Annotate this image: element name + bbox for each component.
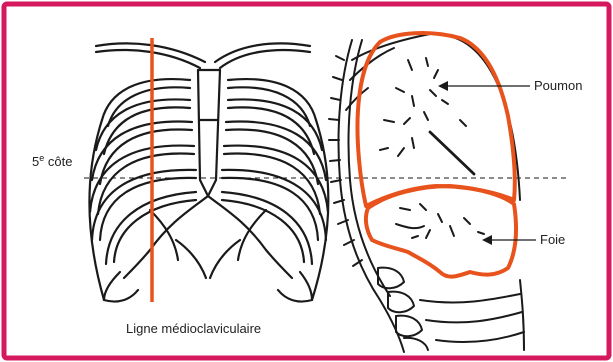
liver-label: Foie [540,232,565,247]
fifth-rib-label: 5e côte [32,153,72,169]
midclavicular-label: Ligne médioclaviculaire [126,321,261,336]
lung-label: Poumon [534,78,582,93]
